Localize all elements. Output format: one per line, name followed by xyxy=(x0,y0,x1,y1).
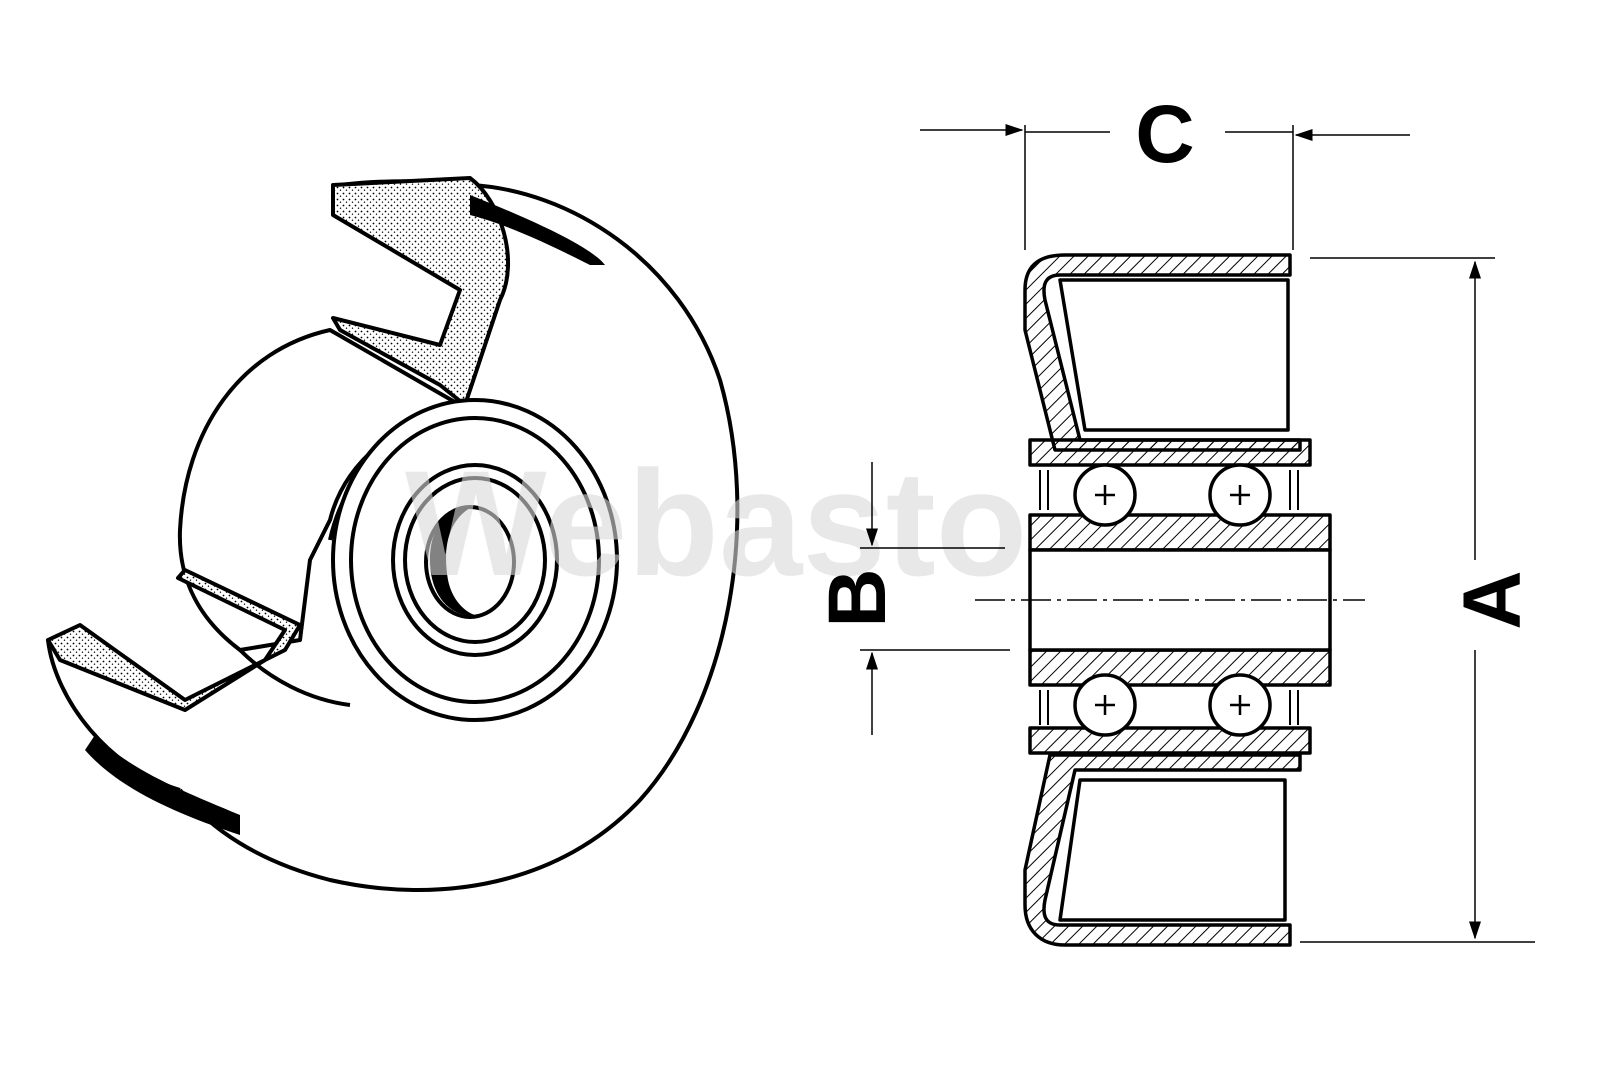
isometric-wheel-view xyxy=(46,176,740,893)
bore-shadow xyxy=(430,507,475,616)
bearing-seals xyxy=(1039,470,1299,725)
dimension-label-c: C xyxy=(1135,89,1194,180)
upper-flange-shadow xyxy=(470,195,605,265)
lower-flange-shadow xyxy=(85,735,240,835)
lower-tire-section xyxy=(1023,753,1302,947)
upper-flange-section xyxy=(331,176,510,407)
upper-outer-race xyxy=(1028,438,1312,467)
upper-ball-bearings xyxy=(1073,463,1272,527)
bearing-bore xyxy=(424,505,516,619)
section-view xyxy=(1023,253,1332,947)
upper-inner-race xyxy=(1028,513,1332,552)
bearing-outer-ring xyxy=(331,398,619,722)
bearing-inner-ring xyxy=(391,463,559,657)
lower-inner-race xyxy=(1028,648,1332,687)
lower-tire-inner xyxy=(1058,778,1287,922)
bearing-outer-ring-inner xyxy=(349,416,601,704)
lower-flange-section xyxy=(46,568,302,712)
dimension-label-b: B xyxy=(812,568,903,627)
lower-outer-race xyxy=(1028,726,1312,755)
wheel-outer-body xyxy=(178,183,740,893)
dimension-label-a: A xyxy=(1447,570,1538,629)
brand-watermark: Webasto xyxy=(405,439,1027,607)
upper-tire-inner xyxy=(1058,278,1290,432)
hub-lower-edge xyxy=(238,648,351,707)
bearing-inner-ring-2 xyxy=(403,476,547,644)
dimension-lines xyxy=(860,124,1535,943)
lower-ball-bearings xyxy=(1073,673,1272,737)
